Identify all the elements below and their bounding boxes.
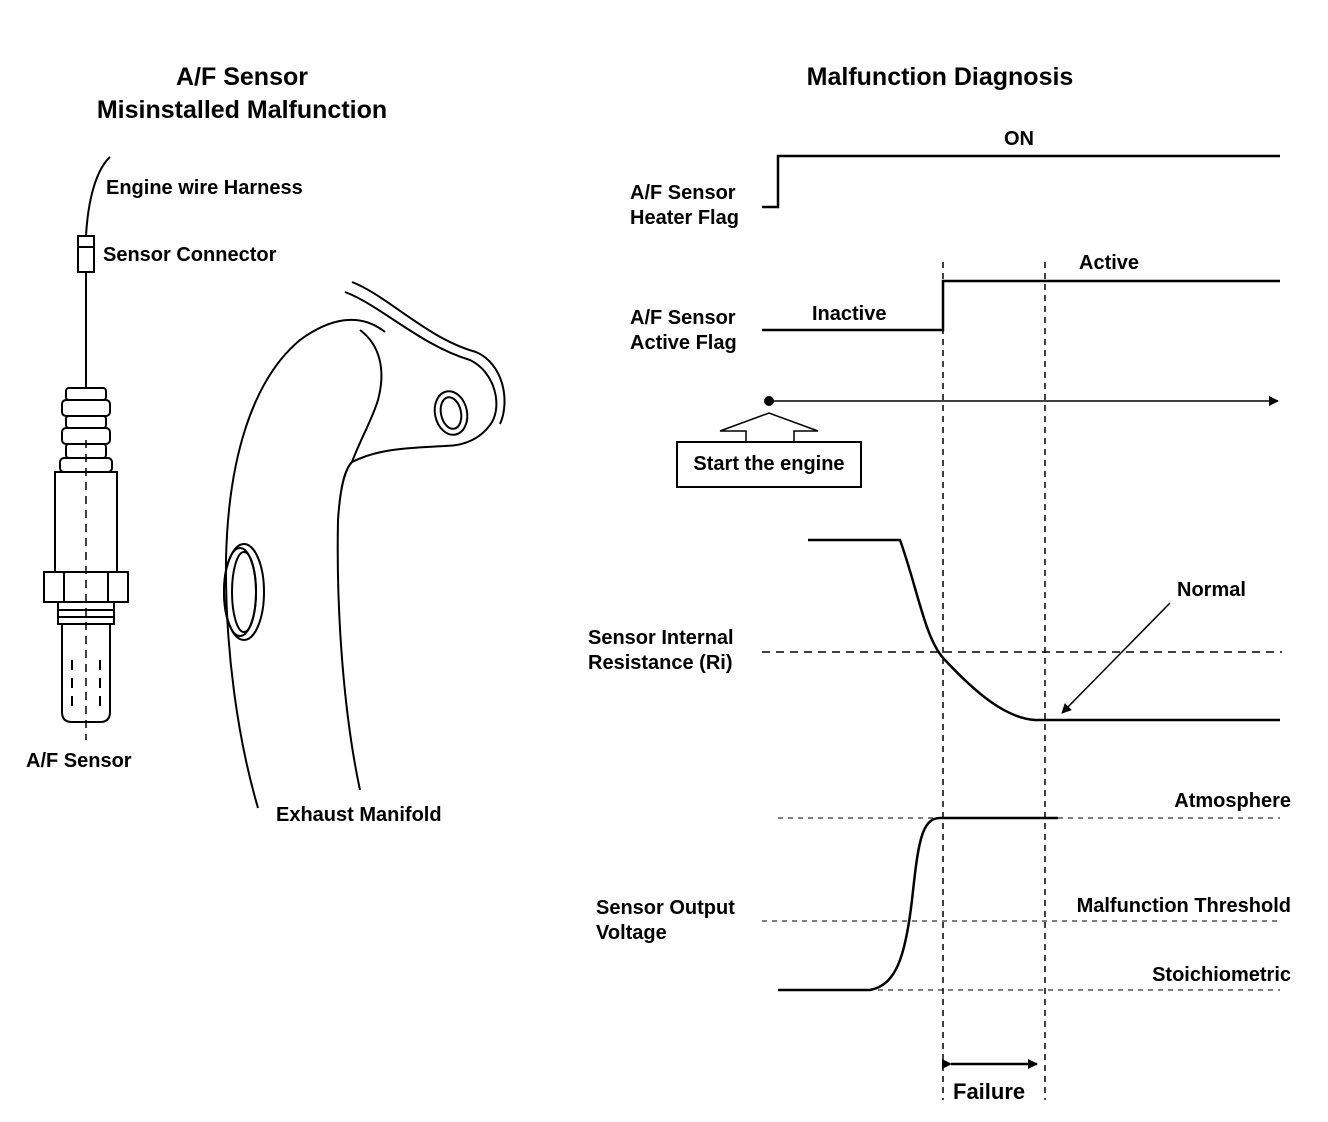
inactive-label: Inactive	[812, 303, 887, 325]
start-callout-arrow	[719, 412, 819, 441]
start-engine-box: Start the engine	[676, 441, 862, 488]
normal-label: Normal	[1177, 579, 1246, 601]
wire-harness-line	[85, 156, 111, 237]
right-title: Malfunction Diagnosis	[806, 63, 1074, 91]
failure-label: Failure	[953, 1079, 1026, 1104]
resistance-label: Sensor Internal Resistance (Ri)	[588, 626, 734, 676]
active-flag-line2: Active Flag	[630, 332, 737, 354]
voltage-line1: Sensor Output	[596, 897, 735, 919]
active-flag-label: A/F Sensor Active Flag	[630, 306, 737, 356]
left-title-line1: A/F Sensor	[176, 63, 308, 91]
voltage-line2: Voltage	[596, 922, 667, 944]
heater-flag-label: A/F Sensor Heater Flag	[630, 181, 739, 231]
left-title: A/F Sensor Misinstalled Malfunction	[42, 61, 442, 127]
heater-flag-line1: A/F Sensor	[630, 182, 736, 204]
normal-pointer-arrow	[1061, 602, 1171, 714]
exhaust-manifold-drawing	[223, 281, 506, 809]
sensor-connector-label: Sensor Connector	[103, 244, 277, 266]
active-flag-line1: A/F Sensor	[630, 307, 736, 329]
exhaust-manifold-label: Exhaust Manifold	[276, 804, 442, 826]
resistance-line1: Sensor Internal	[588, 627, 734, 649]
af-sensor-label: A/F Sensor	[26, 750, 132, 772]
timing-diagram	[719, 154, 1282, 1100]
active-label: Active	[1079, 252, 1140, 274]
af-sensor-drawing	[43, 156, 129, 740]
voltage-curve	[778, 816, 1058, 992]
threshold-label: Malfunction Threshold	[1076, 895, 1291, 917]
ri-normal-curve	[808, 538, 1280, 722]
resistance-line2: Resistance (Ri)	[588, 652, 733, 674]
voltage-label: Sensor Output Voltage	[596, 896, 735, 946]
sensor-connector	[77, 235, 95, 273]
left-title-line2: Misinstalled Malfunction	[96, 96, 388, 124]
heater-flag-signal	[762, 154, 1280, 209]
atmosphere-label: Atmosphere	[1174, 790, 1291, 812]
active-flag-signal	[762, 279, 1280, 332]
start-engine-label: Start the engine	[693, 453, 845, 475]
stoichiometric-label: Stoichiometric	[1152, 964, 1291, 986]
heater-on-label: ON	[1004, 128, 1034, 150]
engine-wire-harness-label: Engine wire Harness	[106, 177, 303, 199]
heater-flag-line2: Heater Flag	[630, 207, 739, 229]
